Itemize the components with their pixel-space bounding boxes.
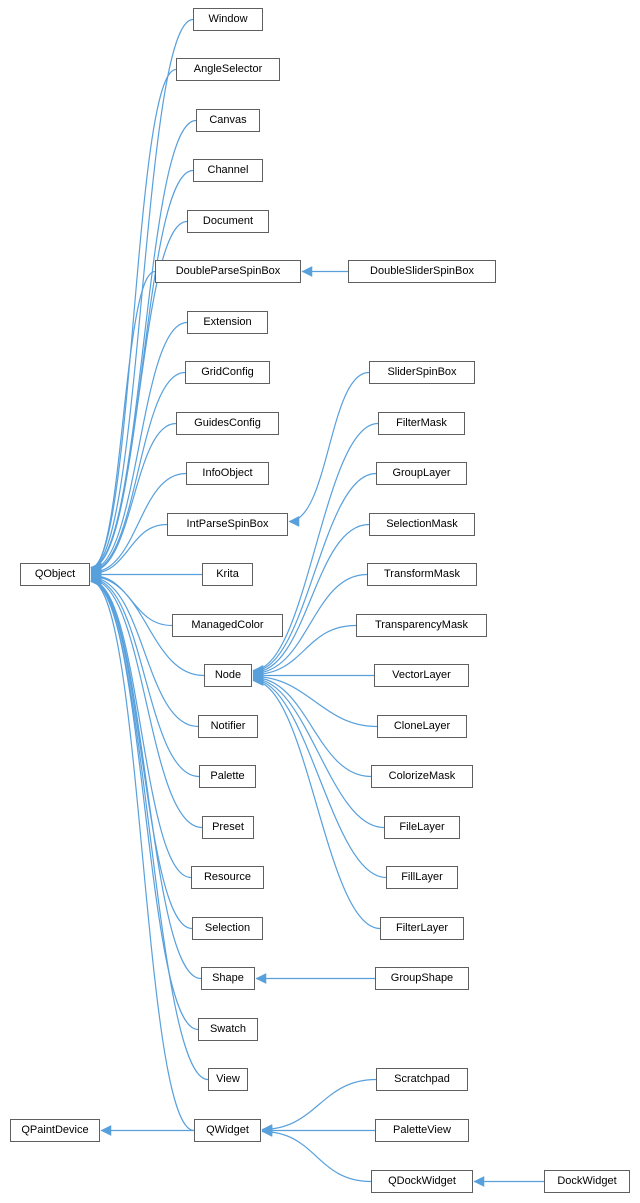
class-node-Resource[interactable]: Resource — [191, 866, 264, 889]
inheritance-edge-Scratchpad-to-QWidget — [261, 1078, 377, 1135]
class-node-FilterMask[interactable]: FilterMask — [378, 412, 465, 435]
class-node-Node[interactable]: Node — [204, 664, 252, 687]
class-node-ColorizeMask[interactable]: ColorizeMask — [371, 765, 473, 788]
inheritance-edge-FilterMask-to-Node — [252, 422, 379, 676]
inheritance-edge-Document-to-QObject — [90, 220, 188, 573]
inheritance-edge-GuidesConfig-to-QObject — [90, 422, 177, 577]
class-node-TransformMask[interactable]: TransformMask — [367, 563, 477, 586]
class-node-GroupShape[interactable]: GroupShape — [375, 967, 469, 990]
class-node-Canvas[interactable]: Canvas — [196, 109, 260, 132]
class-node-FilterLayer[interactable]: FilterLayer — [380, 917, 464, 940]
inheritance-edge-SelectionMask-to-Node — [252, 523, 370, 678]
inheritance-edge-GridConfig-to-QObject — [90, 371, 186, 576]
class-node-AngleSelector[interactable]: AngleSelector — [176, 58, 280, 81]
class-node-PaletteView[interactable]: PaletteView — [375, 1119, 469, 1142]
inheritance-edge-Node-to-QObject — [90, 571, 205, 677]
class-node-Scratchpad[interactable]: Scratchpad — [376, 1068, 468, 1091]
class-node-ManagedColor[interactable]: ManagedColor — [172, 614, 283, 637]
class-node-DoubleParseSpinBox[interactable]: DoubleParseSpinBox — [155, 260, 301, 283]
class-node-Palette[interactable]: Palette — [199, 765, 256, 788]
class-node-GridConfig[interactable]: GridConfig — [185, 361, 270, 384]
class-node-SliderSpinBox[interactable]: SliderSpinBox — [369, 361, 475, 384]
inheritance-edge-Swatch-to-QObject — [90, 576, 199, 1031]
class-node-IntParseSpinBox[interactable]: IntParseSpinBox — [167, 513, 288, 536]
class-node-Document[interactable]: Document — [187, 210, 269, 233]
inheritance-edge-Notifier-to-QObject — [90, 572, 199, 728]
class-node-Shape[interactable]: Shape — [201, 967, 255, 990]
inheritance-edge-Shape-to-QObject — [90, 576, 202, 980]
class-node-SelectionMask[interactable]: SelectionMask — [369, 513, 475, 536]
class-node-GroupLayer[interactable]: GroupLayer — [376, 462, 467, 485]
inheritance-edge-IntParseSpinBox-to-QObject — [90, 523, 168, 579]
inheritance-edge-View-to-QObject — [90, 576, 209, 1081]
class-node-InfoObject[interactable]: InfoObject — [186, 462, 269, 485]
inheritance-edge-SliderSpinBox-to-IntParseSpinBox — [288, 371, 370, 527]
class-node-QPaintDevice[interactable]: QPaintDevice — [10, 1119, 100, 1142]
class-node-DoubleSliderSpinBox[interactable]: DoubleSliderSpinBox — [348, 260, 496, 283]
inheritance-edge-Extension-to-QObject — [90, 321, 188, 575]
class-node-Swatch[interactable]: Swatch — [198, 1018, 258, 1041]
inheritance-edge-FileLayer-to-Node — [252, 673, 385, 829]
inheritance-edge-FillLayer-to-Node — [252, 674, 387, 879]
inheritance-edge-FilterLayer-to-Node — [252, 675, 381, 930]
inheritance-edge-TransparencyMask-to-Node — [252, 624, 357, 680]
inheritance-edge-InfoObject-to-QObject — [90, 472, 187, 578]
class-node-DockWidget[interactable]: DockWidget — [544, 1170, 630, 1193]
inheritance-edge-ColorizeMask-to-Node — [252, 672, 372, 778]
inheritance-edge-TransformMask-to-Node — [252, 573, 368, 679]
inheritance-edge-Resource-to-QObject — [90, 575, 192, 879]
class-node-TransparencyMask[interactable]: TransparencyMask — [356, 614, 487, 637]
class-node-GuidesConfig[interactable]: GuidesConfig — [176, 412, 279, 435]
class-node-Channel[interactable]: Channel — [193, 159, 263, 182]
class-node-Notifier[interactable]: Notifier — [198, 715, 258, 738]
class-node-Extension[interactable]: Extension — [187, 311, 268, 334]
inheritance-edge-Canvas-to-QObject — [90, 119, 197, 573]
class-node-Window[interactable]: Window — [193, 8, 263, 31]
inheritance-edges — [90, 18, 545, 1187]
inheritance-edge-Palette-to-QObject — [90, 573, 200, 778]
class-node-Preset[interactable]: Preset — [202, 816, 254, 839]
class-node-FillLayer[interactable]: FillLayer — [386, 866, 458, 889]
inheritance-edge-DoubleParseSpinBox-to-QObject — [90, 270, 156, 574]
inheritance-edge-Preset-to-QObject — [90, 574, 203, 829]
inheritance-edge-GroupLayer-to-Node — [252, 472, 377, 677]
class-node-View[interactable]: View — [208, 1068, 248, 1091]
class-node-VectorLayer[interactable]: VectorLayer — [374, 664, 469, 687]
class-node-CloneLayer[interactable]: CloneLayer — [377, 715, 467, 738]
class-node-QDockWidget[interactable]: QDockWidget — [371, 1170, 473, 1193]
inheritance-edge-CloneLayer-to-Node — [252, 671, 378, 728]
inheritance-edge-AngleSelector-to-QObject — [90, 68, 177, 573]
class-node-QWidget[interactable]: QWidget — [194, 1119, 261, 1142]
class-node-FileLayer[interactable]: FileLayer — [384, 816, 460, 839]
class-node-QObject[interactable]: QObject — [20, 563, 90, 586]
class-node-Selection[interactable]: Selection — [192, 917, 263, 940]
inheritance-edge-QWidget-to-QObject — [90, 576, 195, 1132]
class-node-Krita[interactable]: Krita — [202, 563, 253, 586]
inheritance-edge-QDockWidget-to-QWidget — [261, 1126, 372, 1183]
